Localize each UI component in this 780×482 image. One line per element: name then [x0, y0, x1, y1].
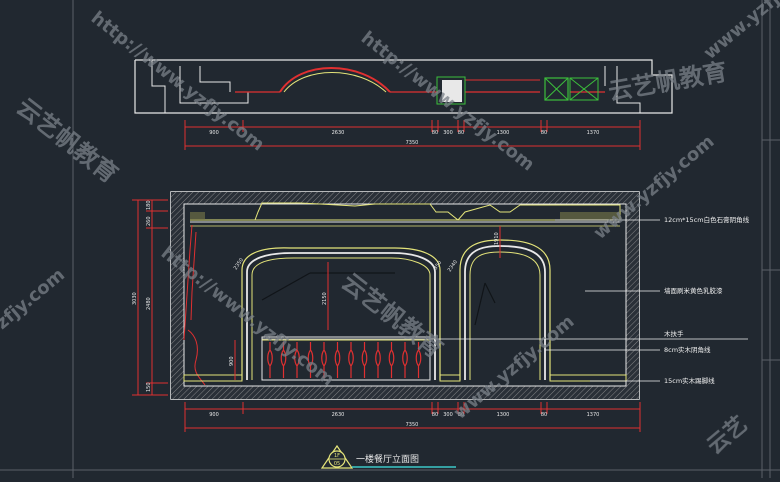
baluster	[267, 342, 273, 378]
baluster	[361, 342, 368, 378]
arch-small-b-label: 2340	[447, 259, 459, 273]
plan-dim-1: 900	[209, 130, 219, 136]
watermark-url-3: http://www.yzfjy.com	[357, 27, 538, 175]
arch-small-label: 350	[433, 260, 443, 271]
annotation-handrail: 木扶手	[664, 329, 684, 338]
drawing-title: 一楼餐厅立面图	[356, 453, 419, 465]
plan-view	[134, 59, 673, 114]
watermark-brand-1: 云艺帆教育	[11, 93, 123, 189]
baluster	[415, 342, 422, 378]
balustrade	[261, 336, 431, 381]
plan-dim-7: 80	[541, 130, 547, 136]
baluster	[348, 342, 354, 378]
watermark-brand-2: 云艺帆教育	[336, 268, 448, 364]
elev-dim-8: 1370	[587, 412, 600, 418]
wall-hatch-right	[626, 192, 639, 399]
annotation-leaders	[262, 219, 748, 382]
wall-hatch-left	[171, 192, 184, 399]
plan-dim-6: 1300	[497, 130, 510, 136]
title-number: 1F	[334, 453, 340, 459]
baluster	[294, 342, 300, 378]
plan-door-block	[442, 80, 462, 102]
plan-dimension-chain	[184, 120, 641, 150]
elev-dim-5: 80	[458, 412, 464, 418]
left-vertical-dimensions	[132, 199, 168, 396]
annotation-corner-trim: 8cm实木阴角线	[664, 345, 711, 354]
annotation-cornice: 12cm*15cm白色石膏阴角线	[664, 215, 750, 224]
rail-height-label: 900	[229, 356, 235, 366]
door-height-label: 2150	[322, 292, 328, 305]
vertical-dim-4: 150	[146, 382, 152, 392]
elev-dim-3: 80	[432, 412, 438, 418]
watermark-url-6: zfjy.com	[0, 264, 69, 334]
elevation-dimension-chain	[184, 402, 641, 432]
vertical-dim-overall: 3030	[132, 292, 138, 305]
vertical-dim-2: 260	[146, 216, 152, 226]
plan-dim-3: 80	[432, 130, 438, 136]
door-height-right-label: 1910	[494, 232, 500, 245]
plan-arch	[279, 67, 391, 93]
title-block: 1F 05 一楼餐厅立面图	[320, 444, 456, 469]
plan-green-box	[544, 77, 569, 101]
watermark-url-5: www.yzfjy.com	[700, 0, 780, 64]
plan-dim-4: 300	[443, 130, 453, 136]
watermark-brand-3: 云艺帆教育	[606, 57, 729, 105]
watermark-url-1: http://www.yzfjy.com	[87, 7, 268, 155]
baluster	[375, 342, 381, 378]
elev-dim-6: 1300	[497, 412, 510, 418]
elevation-view: 2350 350 2340 2150 1910 900	[170, 191, 640, 400]
annotation-wall-paint: 墙面刷米黄色乳胶漆	[664, 286, 723, 295]
baluster	[334, 342, 341, 378]
watermark-url-4: www.yzfjy.com	[590, 131, 719, 244]
title-sheet: 05	[334, 461, 340, 467]
baluster	[402, 342, 408, 378]
elev-dim-total: 7350	[406, 422, 419, 428]
baluster	[280, 342, 287, 378]
elev-dim-2: 2630	[332, 412, 345, 418]
plan-dim-2: 2630	[332, 130, 345, 136]
left-arch-doorway	[241, 247, 441, 380]
elev-dim-4: 300	[443, 412, 453, 418]
annotation-skirting: 15cm实木踢脚线	[664, 376, 715, 385]
plan-dim-5: 80	[458, 130, 464, 136]
baseboard-left	[183, 374, 243, 382]
baluster	[307, 342, 314, 378]
ceiling-molding	[190, 202, 621, 221]
vertical-dim-1: 180	[146, 200, 152, 210]
baluster	[388, 342, 395, 378]
watermark-url-7: www.yzfjy.com	[450, 311, 579, 424]
watermark-brand-4: 云艺	[702, 411, 752, 459]
wall-hatch-top	[184, 192, 626, 204]
plan-wall-outline	[134, 59, 673, 114]
stair-railing	[183, 224, 206, 386]
plan-dim-8: 1370	[587, 130, 600, 136]
elev-dim-7: 80	[541, 412, 547, 418]
plan-dim-total: 7350	[406, 140, 419, 146]
vertical-dim-3: 2480	[146, 297, 152, 310]
baluster	[321, 342, 327, 378]
wall-hatch-bottom	[184, 386, 626, 399]
elev-dim-1: 900	[209, 412, 219, 418]
